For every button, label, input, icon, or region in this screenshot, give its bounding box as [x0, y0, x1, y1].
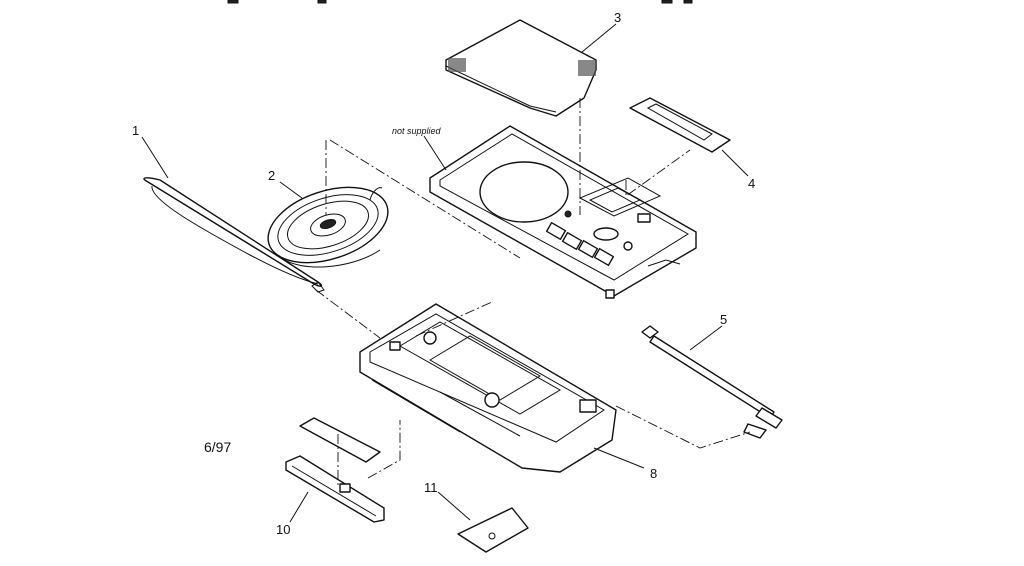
part-10-battery-lid — [285, 417, 385, 523]
alignment-lines — [315, 98, 751, 488]
label-part-11: 11 — [424, 480, 438, 495]
label-part-8: 8 — [650, 466, 657, 481]
part-8-rear-cabinet — [359, 303, 617, 473]
part-11-bracket — [457, 507, 529, 553]
part-2-speaker — [267, 186, 389, 268]
label-part-1: 1 — [132, 123, 139, 138]
part-labels: 1 2 3 4 5 8 10 11 not supplied 6/97 — [132, 10, 755, 537]
part-4-window — [629, 97, 731, 153]
front-cabinet — [429, 125, 697, 299]
label-part-2: 2 — [268, 168, 275, 183]
leader-lines — [141, 23, 749, 523]
label-part-5: 5 — [720, 312, 727, 327]
label-part-4: 4 — [748, 176, 755, 191]
part-5-antenna — [641, 325, 783, 439]
label-part-10: 10 — [276, 522, 290, 537]
date-code: 6/97 — [204, 439, 231, 455]
part-3-cover — [445, 19, 597, 117]
top-edge-marks — [227, 0, 693, 4]
note-not-supplied: not supplied — [392, 126, 442, 136]
part-1-strap — [143, 177, 325, 293]
label-part-3: 3 — [614, 10, 621, 25]
